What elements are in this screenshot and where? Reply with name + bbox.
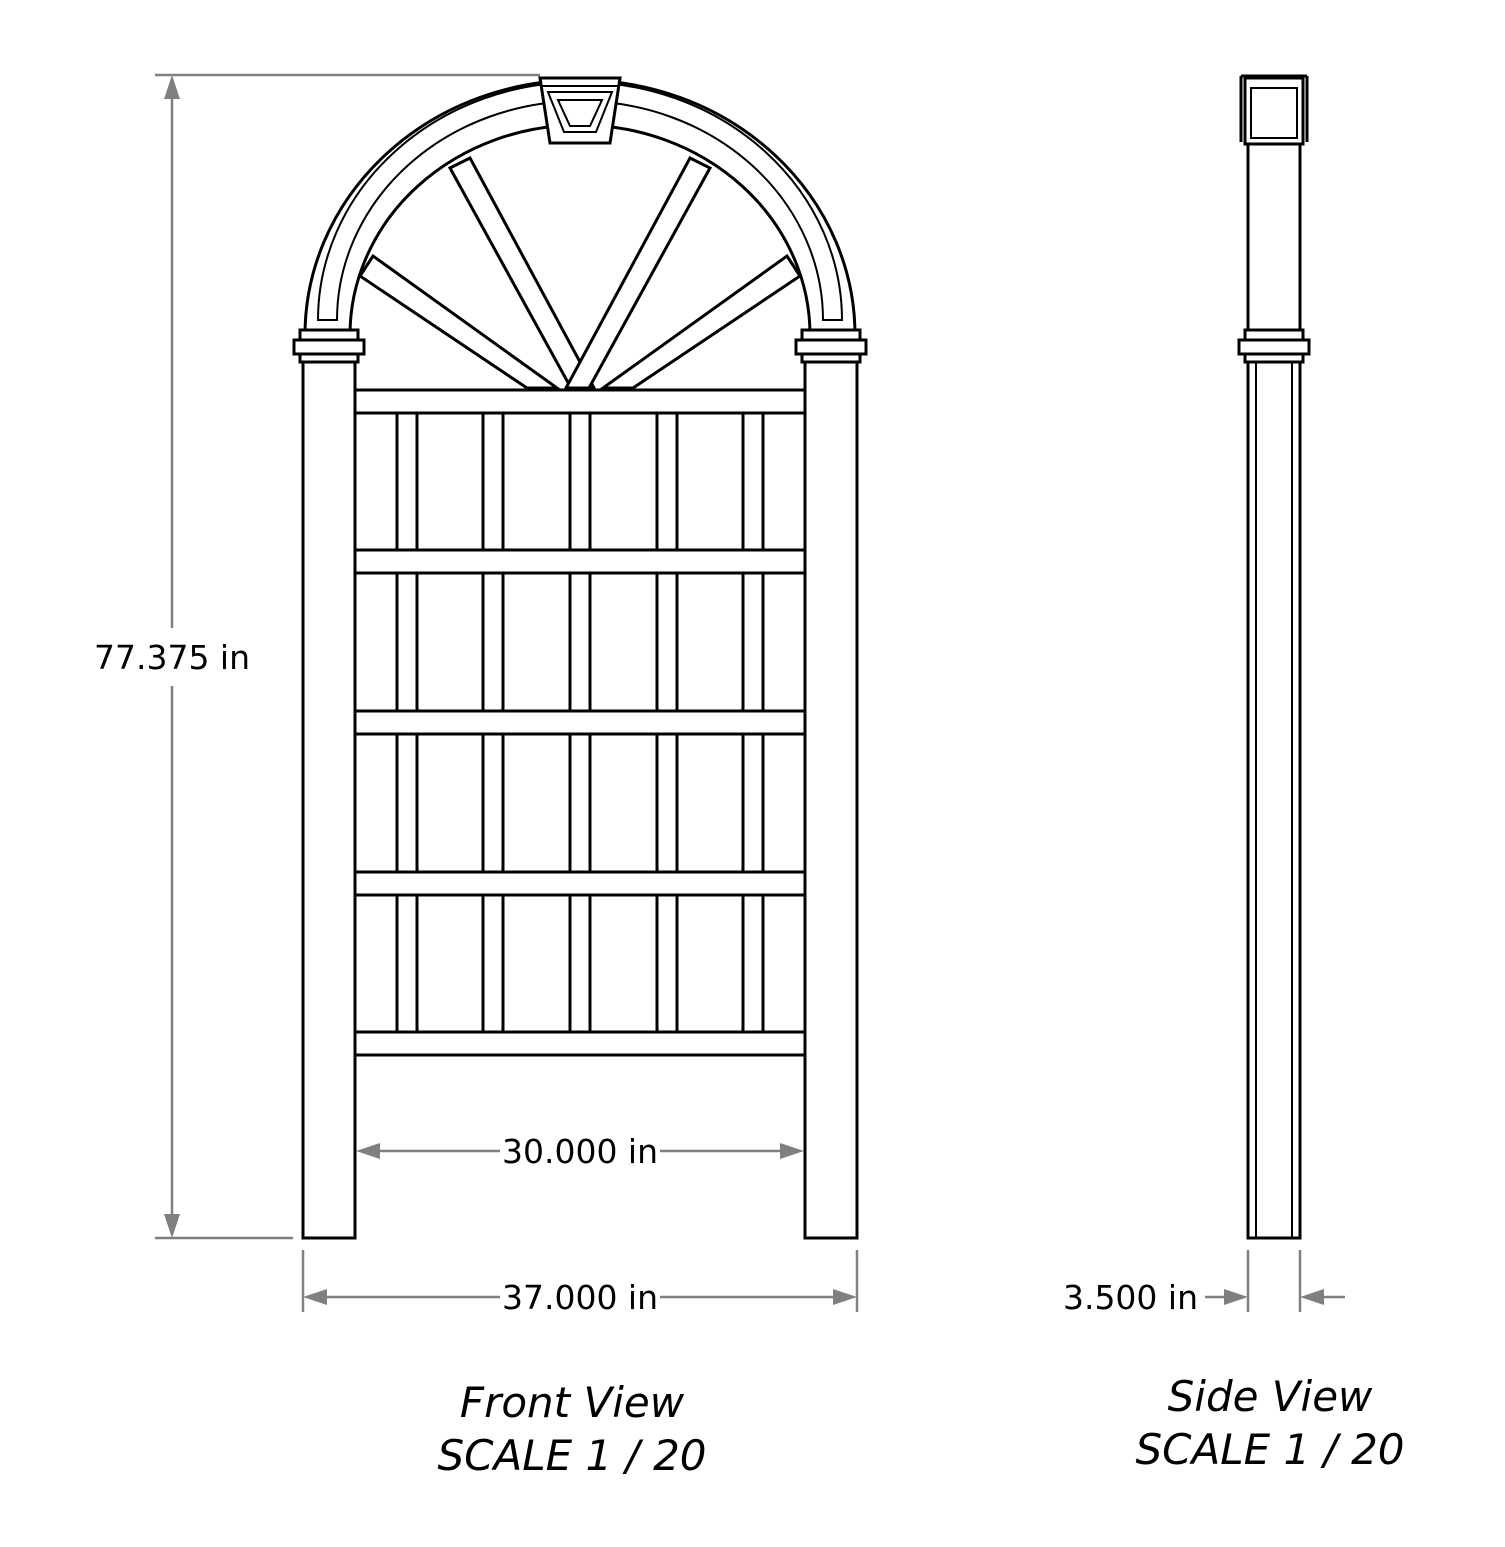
posts [301, 360, 859, 1240]
depth-dimension: 3.500 in [1063, 1250, 1345, 1317]
height-dimension: 77.375 in [94, 73, 540, 1240]
side-view-scale: SCALE 1 / 20 [1135, 1425, 1404, 1474]
front-view: 77.375 in 30.000 in 37.000 in Front View… [94, 73, 868, 1480]
arch [303, 78, 857, 337]
front-view-title: Front View [460, 1378, 685, 1427]
side-arch-leg [1246, 142, 1302, 332]
height-label: 77.375 in [94, 638, 250, 677]
trellis-rails [353, 388, 807, 1057]
side-arch [1239, 74, 1309, 146]
side-post [1246, 360, 1302, 1240]
depth-label: 3.500 in [1063, 1278, 1198, 1317]
overall-width-label: 37.000 in [502, 1278, 658, 1317]
inner-width-dimension: 30.000 in [356, 1132, 804, 1171]
side-view-title: Side View [1168, 1372, 1373, 1421]
keystone [538, 76, 622, 145]
sunburst-spokes [357, 156, 803, 390]
overall-width-dimension: 37.000 in [301, 1250, 859, 1317]
side-capital [1237, 328, 1311, 364]
post-capitals [292, 328, 868, 364]
side-view: 3.500 in Side View SCALE 1 / 20 [1063, 74, 1405, 1474]
front-view-scale: SCALE 1 / 20 [437, 1431, 706, 1480]
inner-width-label: 30.000 in [502, 1132, 658, 1171]
